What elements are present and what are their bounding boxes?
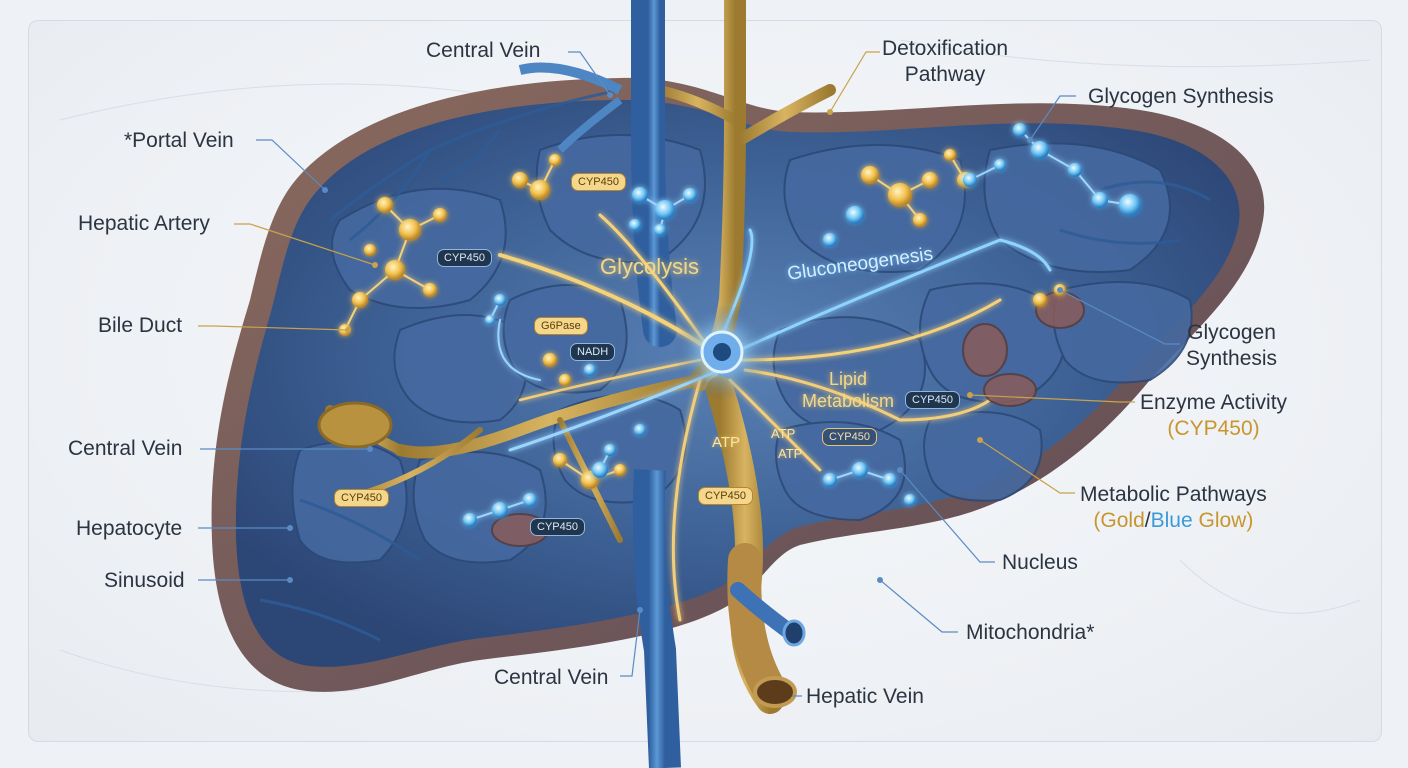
- label-hepatic-artery: Hepatic Artery: [78, 212, 210, 235]
- inner-label-glycolysis: Glycolysis: [600, 254, 700, 279]
- tag-g6pase: G6Pase: [534, 317, 588, 335]
- label-enzyme-line1: Enzyme Activity: [1140, 391, 1288, 414]
- label-metabolic-slash: /: [1144, 509, 1151, 533]
- label-metabolic-line1: Metabolic Pathways: [1080, 483, 1267, 506]
- label-central-vein-top: Central Vein: [426, 39, 541, 62]
- label-glycogen-synthesis-right: Glycogen Synthesis: [1186, 320, 1277, 373]
- tag-cyp450-lower-left: CYP450: [334, 489, 389, 507]
- label-sinusoid: Sinusoid: [104, 569, 185, 592]
- label-metabolic-glow: Glow): [1192, 509, 1254, 533]
- label-hepatic-vein: Hepatic Vein: [806, 685, 924, 708]
- atp-label-2: ATP: [771, 426, 796, 441]
- atp-label-3: ATP: [778, 446, 803, 461]
- tag-cyp450-bottom-mid: CYP450: [698, 487, 753, 505]
- tag-cyp450-lipid: CYP450: [905, 391, 960, 409]
- atp-label-1: ATP: [712, 434, 741, 451]
- label-glycogen-right-line1: Glycogen: [1187, 321, 1276, 344]
- label-central-vein-bottom: Central Vein: [494, 666, 609, 689]
- label-mitochondria: Mitochondria*: [966, 621, 1095, 644]
- central-hub: [674, 304, 770, 400]
- label-portal-vein: *Portal Vein: [124, 129, 234, 152]
- tag-nadh: NADH: [570, 343, 616, 361]
- molecules-blue: [463, 123, 1141, 527]
- label-glycogen-right-line2: Synthesis: [1186, 347, 1278, 371]
- label-enzyme-line2: (CYP450): [1167, 417, 1260, 441]
- label-metabolic-paren: (: [1093, 509, 1101, 533]
- leader-dots-gold: [345, 109, 983, 443]
- label-detox-line1: Detoxification: [882, 37, 1009, 60]
- gallbladder: [317, 401, 393, 449]
- tag-cyp450-left: CYP450: [437, 249, 492, 267]
- hepatic-vein-vessel: [727, 543, 806, 708]
- label-metabolic-line2: (Gold/Blue Glow): [1080, 508, 1267, 534]
- leader-lines: [198, 51, 1180, 697]
- tag-cyp450-lower-blue: CYP450: [530, 518, 585, 536]
- tag-cyp450-center: CYP450: [822, 428, 877, 446]
- vein-branches: [259, 88, 1211, 642]
- label-metabolic-pathways: Metabolic Pathways (Gold/Blue Glow): [1080, 482, 1267, 535]
- label-metabolic-blue: Blue: [1150, 509, 1193, 533]
- label-glycogen-synthesis-top: Glycogen Synthesis: [1088, 85, 1274, 108]
- label-enzyme-activity: Enzyme Activity (CYP450): [1140, 390, 1287, 443]
- label-central-vein-left: Central Vein: [68, 437, 183, 460]
- label-detox-line2: Pathway: [904, 63, 986, 87]
- inner-label-lipid-line2: Metabolism: [802, 391, 895, 411]
- central-vein-vessel: [518, 0, 681, 768]
- leader-dots: [287, 92, 1063, 613]
- label-bile-duct: Bile Duct: [98, 314, 183, 337]
- label-hepatocyte: Hepatocyte: [76, 517, 183, 540]
- label-nucleus: Nucleus: [1002, 551, 1078, 574]
- inner-label-lipid-metabolism: Lipid Metabolism: [802, 368, 894, 412]
- label-metabolic-gold: Gold: [1100, 509, 1145, 533]
- tag-cyp450-top: CYP450: [571, 173, 626, 191]
- label-detoxification-pathway: Detoxification Pathway: [882, 36, 1008, 89]
- inner-label-lipid-line1: Lipid: [829, 369, 868, 389]
